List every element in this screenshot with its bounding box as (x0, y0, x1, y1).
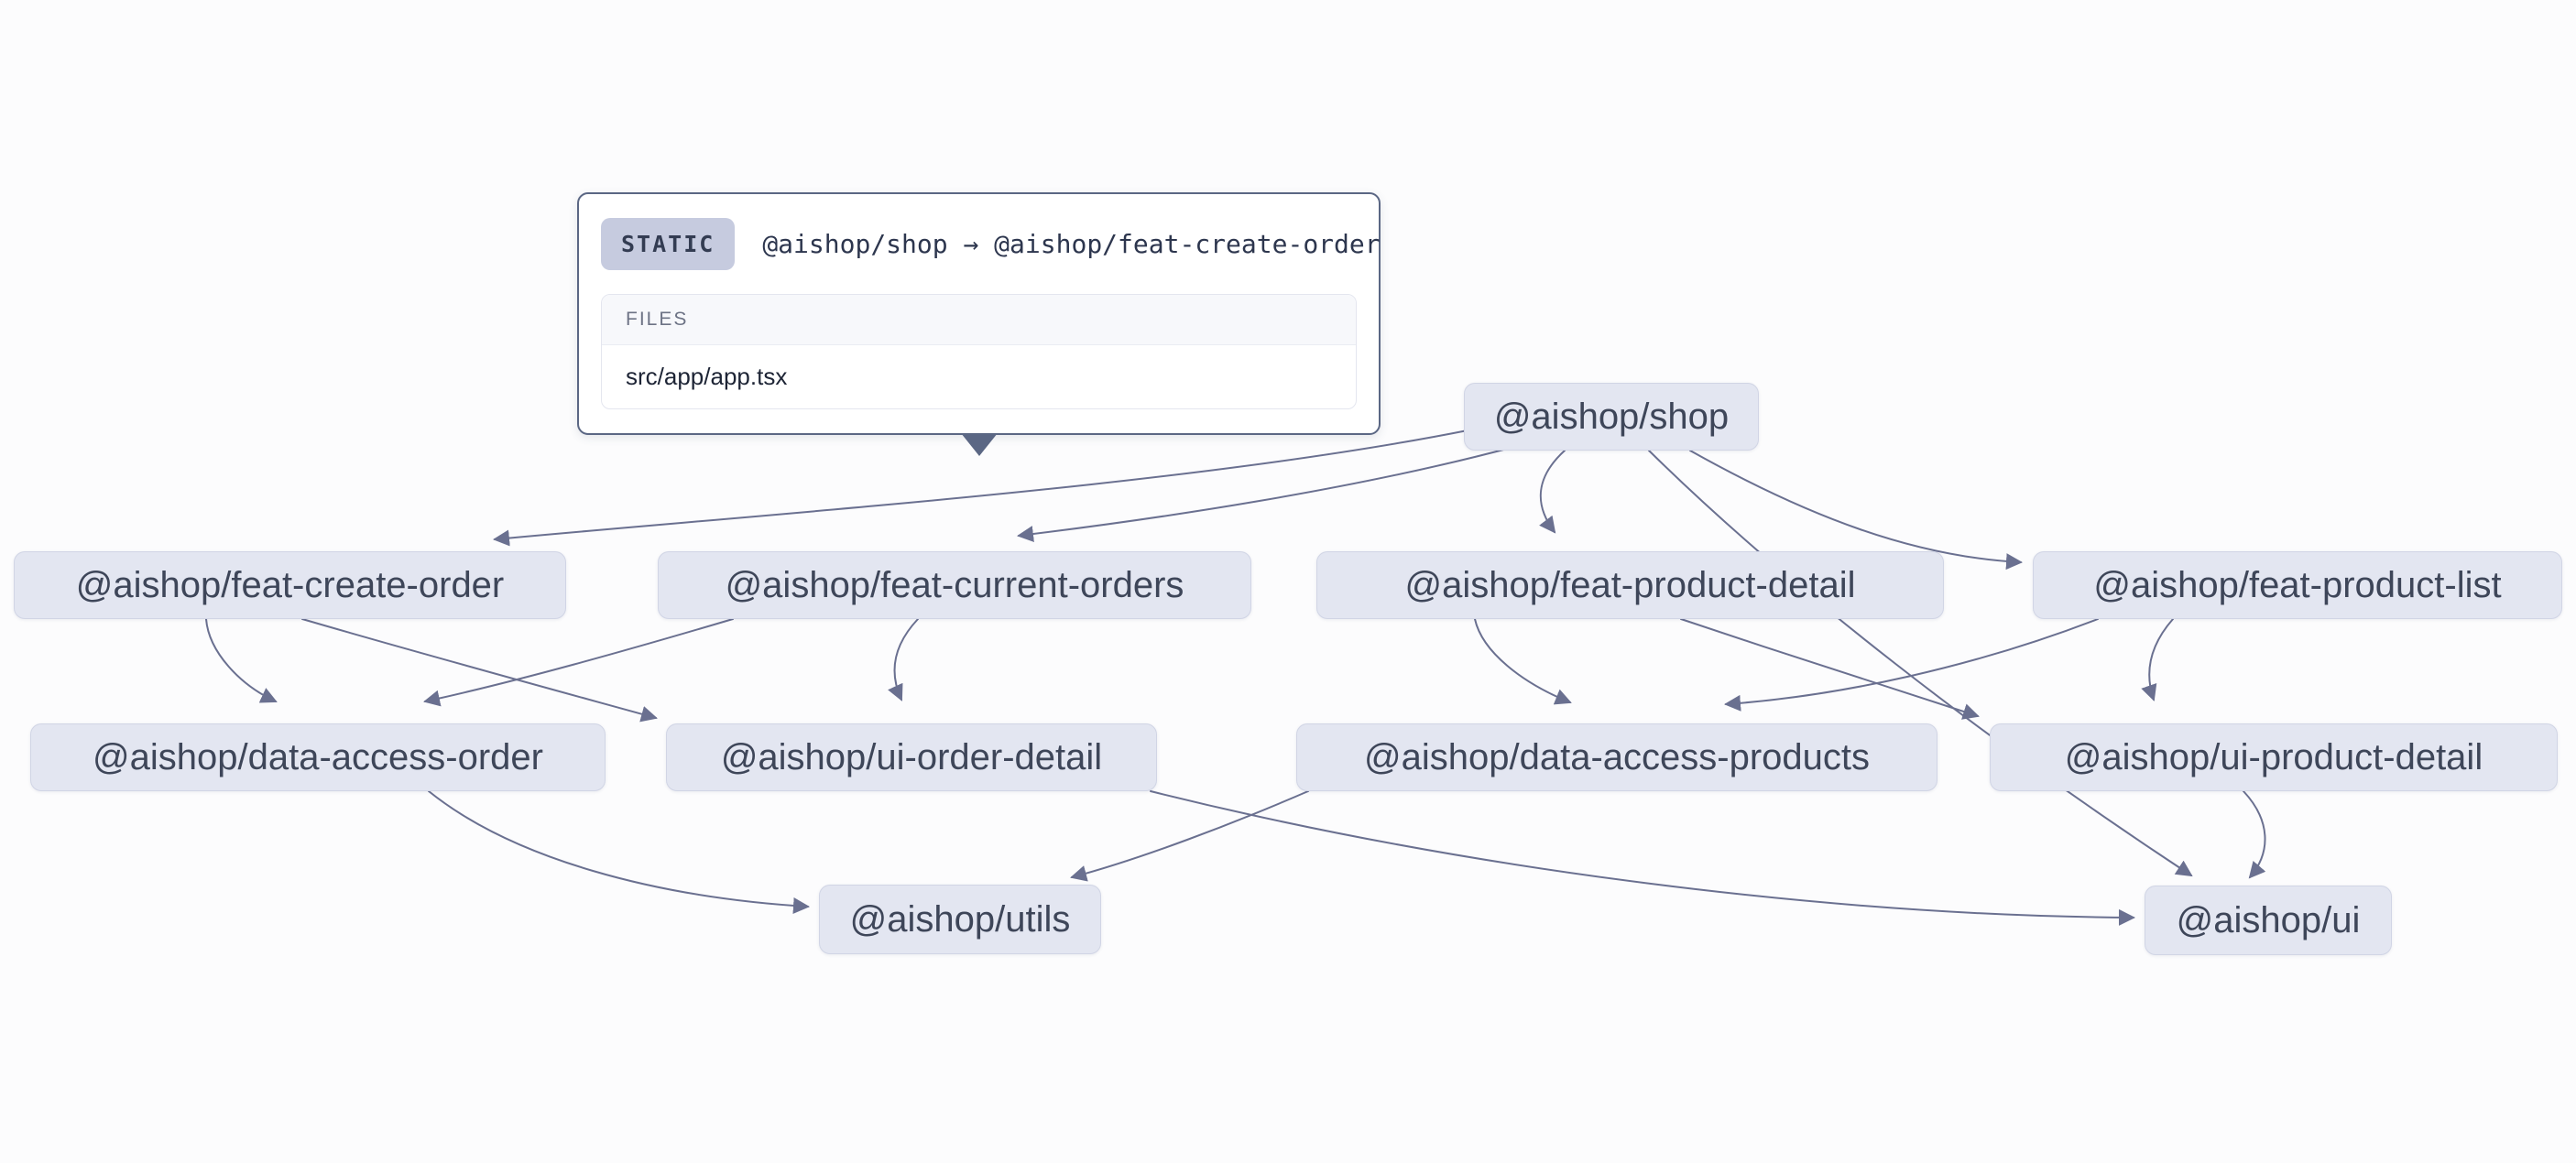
graph-node-ui-order-detail[interactable]: @aishop/ui-order-detail (666, 723, 1157, 791)
tooltip-pointer-icon (960, 433, 998, 456)
graph-node-data-access-order[interactable]: @aishop/data-access-order (30, 723, 606, 791)
edge-feat-product-detail-to-data-access-products[interactable] (1474, 618, 1572, 705)
edge-shop-to-feat-create-order[interactable] (493, 429, 1468, 547)
graph-node-shop[interactable]: @aishop/shop (1464, 383, 1759, 451)
files-header-label: FILES (602, 295, 1356, 345)
edge-shop-to-feat-current-orders[interactable] (1017, 444, 1522, 543)
graph-node-ui[interactable]: @aishop/ui (2145, 886, 2392, 955)
edge-label: @aishop/shop → @aishop/feat-create-order (762, 229, 1381, 259)
graph-node-utils[interactable]: @aishop/utils (819, 885, 1101, 954)
edge-feat-create-order-to-data-access-order[interactable] (205, 618, 278, 703)
edge-shop-to-feat-product-list[interactable] (1689, 450, 2023, 571)
graph-node-data-access-products[interactable]: @aishop/data-access-products (1296, 723, 1937, 791)
graph-node-feat-create-order[interactable]: @aishop/feat-create-order (14, 551, 566, 619)
edge-ui-product-detail-to-ui[interactable] (2243, 790, 2266, 879)
graph-node-feat-product-list[interactable]: @aishop/feat-product-list (2033, 551, 2562, 619)
graph-node-feat-product-detail[interactable]: @aishop/feat-product-detail (1316, 551, 1944, 619)
edge-feat-product-detail-to-ui-product-detail[interactable] (1680, 618, 1980, 720)
edge-feat-current-orders-to-ui-order-detail[interactable] (888, 618, 919, 701)
edge-ui-order-detail-to-ui[interactable] (1150, 790, 2135, 926)
edge-shop-to-ui[interactable] (1648, 450, 2193, 877)
edge-data-access-order-to-utils[interactable] (428, 790, 810, 915)
tooltip-header: STATIC @aishop/shop → @aishop/feat-creat… (601, 218, 1381, 270)
edge-feat-product-list-to-ui-product-detail[interactable] (2141, 618, 2174, 701)
graph-node-ui-product-detail[interactable]: @aishop/ui-product-detail (1990, 723, 2558, 791)
edge-feat-current-orders-to-data-access-order[interactable] (423, 618, 734, 707)
edges-group (205, 429, 2266, 926)
edge-data-access-products-to-utils[interactable] (1070, 790, 1309, 882)
graph-node-feat-current-orders[interactable]: @aishop/feat-current-orders (658, 551, 1251, 619)
edge-tooltip: STATIC @aishop/shop → @aishop/feat-creat… (577, 192, 1381, 456)
edge-shop-to-feat-product-detail[interactable] (1539, 450, 1566, 534)
edge-type-badge: STATIC (601, 218, 736, 270)
file-item: src/app/app.tsx (626, 363, 788, 390)
edge-feat-product-list-to-data-access-products[interactable] (1724, 618, 2099, 712)
files-section: FILES src/app/app.tsx (601, 294, 1357, 409)
edge-feat-create-order-to-ui-order-detail[interactable] (301, 618, 658, 723)
